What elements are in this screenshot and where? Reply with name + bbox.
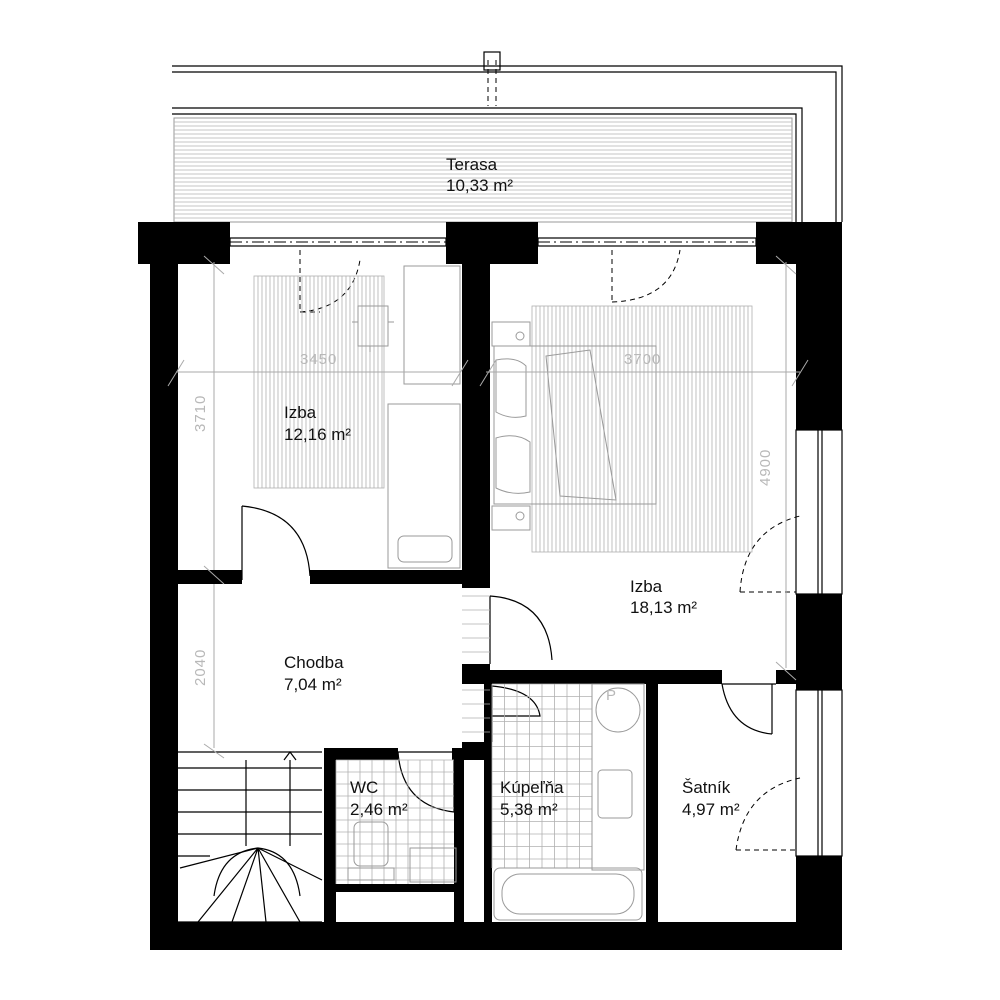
right-windows [735,429,843,857]
bed-single [387,403,461,569]
dimension-lines [167,255,809,759]
izba-right-area: 18,13 m² [630,598,697,617]
bathroom-fixtures: P [491,683,645,921]
terasa-name: Terasa [446,155,498,174]
left-bedroom-furniture [253,265,461,569]
satnik-area: 4,97 m² [682,800,740,819]
wc-name: WC [350,778,378,797]
boiler-icon [595,687,641,733]
wc-area: 2,46 m² [350,800,408,819]
right-bedroom-furniture [491,305,753,553]
staircase [178,751,323,923]
pillow-icon [495,358,527,418]
izba-right-name: Izba [630,577,663,596]
pillow-icon [495,435,531,494]
sink-icon [597,769,633,819]
walls [138,222,842,950]
kupelna-name: Kúpeľňa [500,778,564,797]
sink-icon [409,847,457,883]
dim-izba-right-width: 3700 [624,351,661,368]
bed-double [493,345,657,505]
wc-fixtures [335,759,457,884]
chodba-name: Chodba [284,653,344,672]
kupelna-area: 5,38 m² [500,800,558,819]
pillow-icon [397,535,453,563]
terasa-area: 10,33 m² [446,176,513,195]
nightstand [491,505,531,531]
chair-icon [352,305,394,352]
terrace [172,51,843,223]
lamp-icon [515,511,525,521]
bathtub [493,867,643,921]
rug [531,305,753,553]
izba-left-area: 12,16 m² [284,425,351,444]
nightstand [491,321,531,347]
dim-izba-right-depth: 4900 [757,449,774,486]
chodba-area: 7,04 m² [284,675,342,694]
deck-planks [174,121,792,219]
dim-izba-left-width: 3450 [300,351,337,368]
satnik-name: Šatník [682,778,731,797]
toilet-icon [353,821,389,867]
dim-izba-left-depth: 3710 [192,395,209,432]
vent-icon [483,51,501,71]
dim-chodba-depth: 2040 [192,649,209,686]
lamp-icon [515,331,525,341]
boiler-label: P [606,687,617,704]
desk [403,265,461,385]
rug [253,275,385,489]
izba-left-name: Izba [284,403,317,422]
